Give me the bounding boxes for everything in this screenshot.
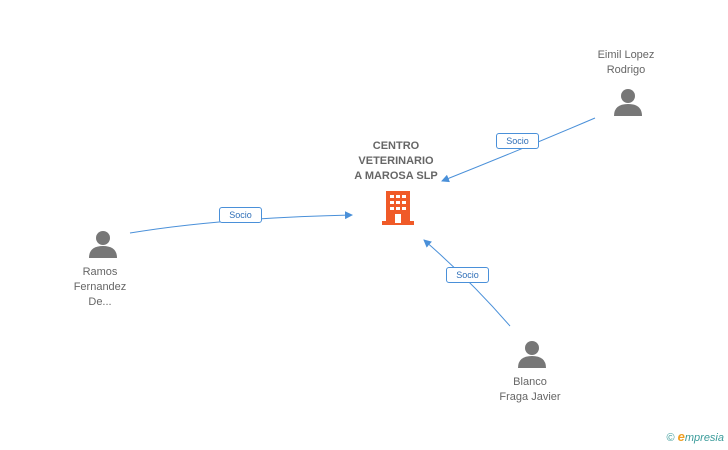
edge-label-blanco[interactable]: Socio: [446, 267, 489, 283]
person-icon[interactable]: [88, 230, 118, 258]
copyright-symbol: ©: [666, 432, 675, 444]
brand-logo-text: mpresia: [684, 432, 724, 444]
building-icon[interactable]: [382, 191, 414, 225]
person-name-blanco[interactable]: Blanco Fraga Javier: [499, 376, 561, 403]
edge-blanco-company: [423, 239, 511, 327]
person-icon[interactable]: [517, 340, 547, 368]
person-name-eimil[interactable]: Eimil Lopez Rodrigo: [597, 49, 655, 76]
brand-logo-initial: e: [677, 429, 685, 444]
footer-brand: © empresia: [666, 429, 724, 444]
company-name[interactable]: CENTRO VETERINARIO A MAROSA SLP: [354, 140, 438, 182]
person-icon[interactable]: [613, 88, 643, 116]
edge-eimil-company: [441, 117, 596, 183]
person-name-ramos[interactable]: Ramos Fernandez De...: [73, 266, 127, 308]
edge-label-eimil[interactable]: Socio: [496, 133, 539, 149]
edge-label-ramos[interactable]: Socio: [219, 207, 262, 223]
